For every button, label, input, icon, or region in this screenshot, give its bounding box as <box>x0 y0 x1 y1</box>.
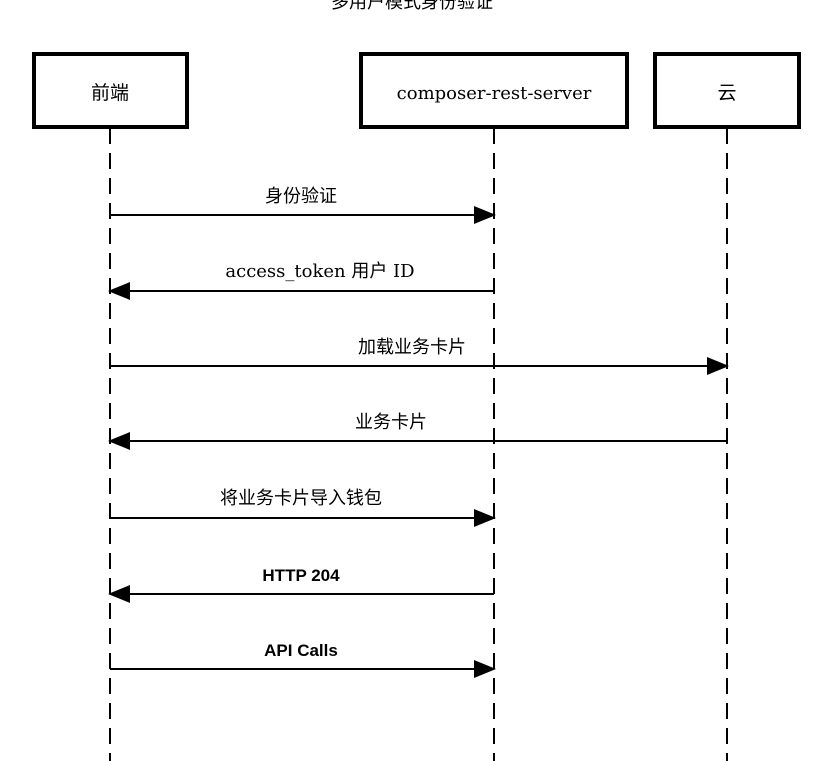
message-label: access_token 用户 ID <box>225 261 414 282</box>
message-6: HTTP 204 <box>108 566 494 603</box>
participant-cloud: 云 <box>653 52 801 129</box>
message-label: HTTP 204 <box>262 566 340 585</box>
participant-label: 云 <box>717 82 736 104</box>
message-label: 身份验证 <box>265 186 337 207</box>
message-2: access_token 用户 ID <box>108 261 494 300</box>
message-label: API Calls <box>264 641 338 660</box>
message-label: 将业务卡片导入钱包 <box>220 488 382 509</box>
participant-label: composer-rest-server <box>397 83 592 104</box>
diagram-title: 多用户模式身份验证 <box>331 0 493 13</box>
participant-rest-server: composer-rest-server <box>359 52 629 129</box>
message-7: API Calls <box>110 641 496 678</box>
participant-frontend: 前端 <box>32 52 189 129</box>
message-5: 将业务卡片导入钱包 <box>110 488 496 527</box>
message-label: 业务卡片 <box>355 412 427 433</box>
message-label: 加载业务卡片 <box>358 337 466 358</box>
message-3: 加载业务卡片 <box>110 337 729 375</box>
participant-label: 前端 <box>91 82 129 104</box>
message-1: 身份验证 <box>110 186 496 224</box>
message-4: 业务卡片 <box>108 412 727 450</box>
